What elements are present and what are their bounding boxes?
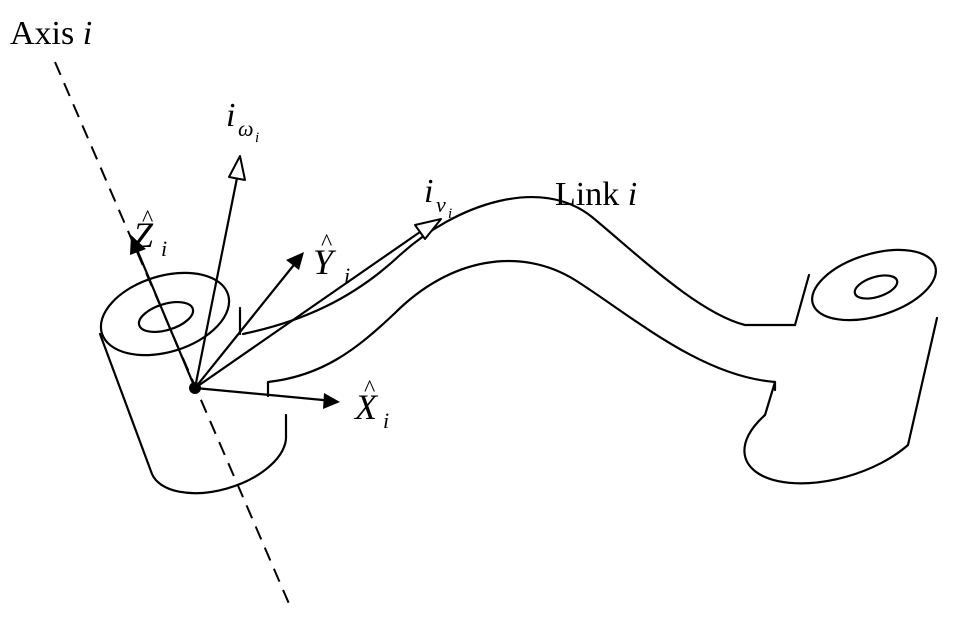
svg-text:^: ^	[321, 230, 332, 256]
left-joint-cylinder	[98, 271, 288, 495]
svg-text:i: i	[255, 130, 259, 146]
left-cylinder-top	[99, 271, 231, 357]
angular-velocity-label: i ω i	[226, 97, 259, 146]
svg-text:ω: ω	[238, 116, 254, 141]
svg-text:^: ^	[364, 376, 375, 402]
svg-text:i: i	[424, 173, 433, 210]
right-joint-cylinder	[743, 248, 939, 485]
axis-label: Axis i	[10, 15, 92, 52]
link-body-upper-edge	[241, 196, 797, 336]
right-cylinder-top	[811, 248, 937, 322]
svg-text:Z: Z	[133, 215, 154, 255]
y-hat-label: Y ^ i	[313, 230, 350, 288]
link-label: Link i	[555, 176, 637, 213]
z-hat-label: Z ^ i	[133, 206, 167, 261]
svg-text:^: ^	[142, 206, 153, 232]
linear-velocity-vector-arrow	[193, 218, 442, 390]
svg-text:i: i	[448, 206, 452, 222]
angular-velocity-vector-arrow	[193, 155, 246, 390]
linear-velocity-label: i v i	[424, 173, 452, 222]
left-cylinder-side	[98, 332, 288, 495]
z-hat-axis-arrow	[130, 235, 197, 390]
right-cylinder-hole	[853, 274, 899, 300]
svg-text:i: i	[161, 236, 167, 261]
svg-text:i: i	[344, 263, 350, 288]
svg-text:i: i	[226, 97, 235, 134]
x-hat-axis-arrow	[193, 386, 340, 409]
y-hat-axis-arrow	[193, 252, 304, 390]
link-body-lower-edge	[266, 259, 777, 398]
joint-axis-dashed-line	[54, 61, 291, 607]
svg-text:Y: Y	[313, 242, 337, 282]
svg-text:v: v	[436, 192, 446, 217]
right-cylinder-side	[743, 273, 939, 485]
svg-text:i: i	[383, 408, 389, 433]
x-hat-label: X ^ i	[353, 376, 389, 433]
svg-text:X: X	[353, 387, 379, 427]
